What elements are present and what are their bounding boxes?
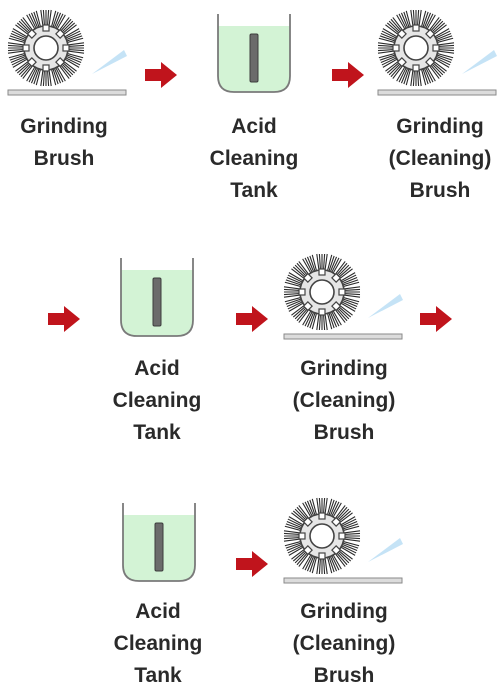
brush-icon xyxy=(7,9,127,96)
red-arrow-icon xyxy=(420,306,452,332)
red-arrow-icon xyxy=(145,62,177,88)
red-arrow-icon xyxy=(332,62,364,88)
step-label: Grinding (Cleaning) Brush xyxy=(388,115,492,202)
step-label: Acid Cleaning Tank xyxy=(209,115,299,202)
red-arrow-icon xyxy=(236,551,268,577)
tank-icon xyxy=(120,258,194,337)
red-arrow-icon xyxy=(48,306,80,332)
red-arrow-icon xyxy=(236,306,268,332)
step-label: Grinding Brush xyxy=(20,115,108,170)
brush-icon xyxy=(377,9,497,96)
brush-icon xyxy=(283,253,403,340)
tank-icon xyxy=(217,14,291,93)
brush-icon xyxy=(283,497,403,584)
step-label: Acid Cleaning Tank xyxy=(113,600,203,687)
step-label: Grinding (Cleaning) Brush xyxy=(292,600,396,687)
tank-icon xyxy=(122,503,196,582)
step-label: Grinding (Cleaning) Brush xyxy=(292,357,396,444)
step-label: Acid Cleaning Tank xyxy=(112,357,202,444)
